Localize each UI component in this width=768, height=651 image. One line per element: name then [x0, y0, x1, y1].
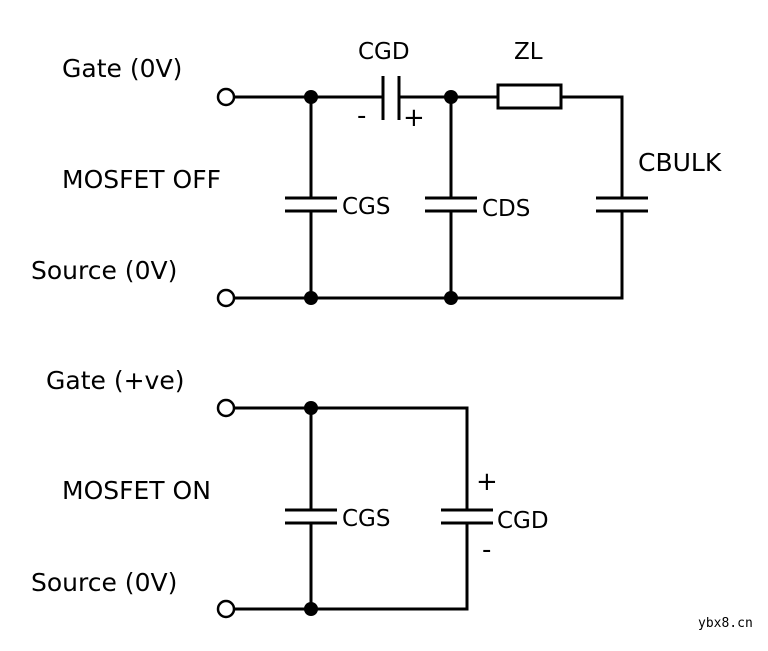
off-cgs-capacitor [285, 196, 337, 213]
on-cgd-plus: + [476, 467, 498, 497]
off-node-source-2 [444, 291, 458, 305]
off-cds-label: CDS [482, 196, 530, 222]
cbulk-label: CBULK [638, 148, 722, 177]
mosfet-off-circuit: Gate (0V) MOSFET OFF Source (0V) CGD - +… [31, 39, 722, 308]
on-cgs-capacitor [285, 508, 337, 525]
off-cgd-label: CGD [358, 39, 410, 65]
on-gate-terminal [216, 398, 236, 418]
off-node-drain [444, 90, 458, 104]
on-cgd-capacitor [441, 508, 493, 525]
off-source-label: Source (0V) [31, 256, 177, 285]
zl-label: ZL [514, 39, 543, 65]
on-cgd-minus: - [482, 535, 491, 565]
on-gate-label: Gate (+ve) [46, 366, 184, 395]
off-node-gate [304, 90, 318, 104]
zl-resistor [496, 83, 563, 110]
on-source-terminal [216, 599, 236, 619]
watermark: ybx8.cn [698, 616, 753, 631]
on-node-gate [304, 401, 318, 415]
off-node-source-1 [304, 291, 318, 305]
on-cgs-label: CGS [342, 506, 390, 532]
off-source-terminal [216, 288, 236, 308]
on-source-label: Source (0V) [31, 568, 177, 597]
off-cgd-capacitor [381, 76, 401, 120]
mosfet-on-circuit: Gate (+ve) MOSFET ON Source (0V) CGS CGD… [31, 366, 549, 619]
off-gate-terminal [216, 87, 236, 107]
off-cgd-minus: - [357, 101, 366, 131]
cbulk-capacitor [596, 196, 648, 213]
off-state-label: MOSFET OFF [62, 165, 221, 194]
on-cgd-label: CGD [497, 508, 549, 534]
off-cgd-plus: + [403, 103, 425, 133]
off-cgs-label: CGS [342, 194, 390, 220]
off-gate-label: Gate (0V) [62, 54, 182, 83]
on-node-source [304, 602, 318, 616]
on-state-label: MOSFET ON [62, 476, 211, 505]
off-cds-capacitor [425, 196, 477, 213]
